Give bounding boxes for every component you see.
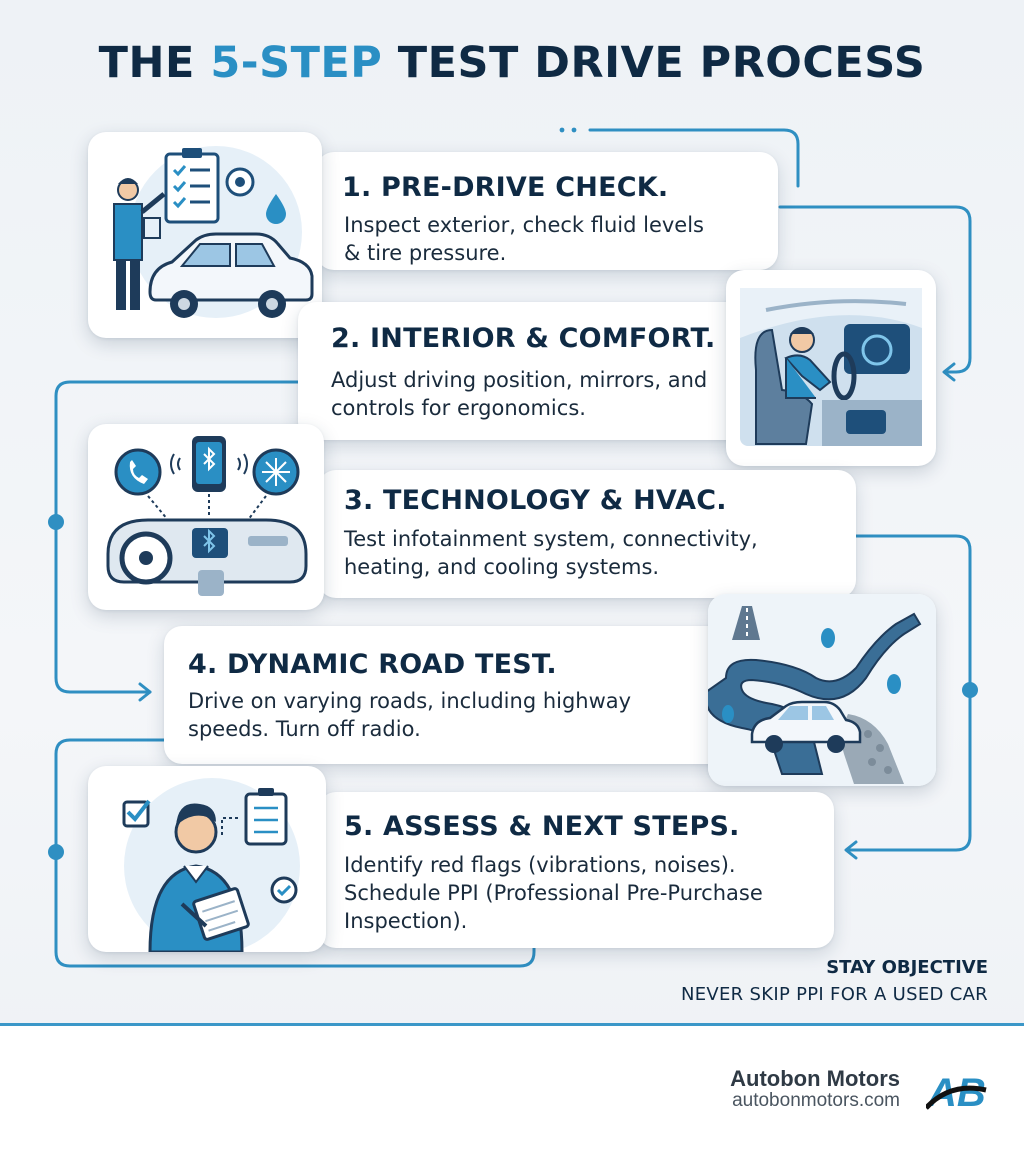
page-title: THE 5-STEP TEST DRIVE PROCESS xyxy=(0,38,1024,88)
title-prefix: THE xyxy=(98,38,211,88)
step-4-line-2: speeds. Turn off radio. xyxy=(188,717,421,741)
step-2-title: 2. INTERIOR & COMFORT. xyxy=(331,323,716,354)
brand-url: autobonmotors.com xyxy=(732,1090,900,1111)
step-1-title: 1. PRE-DRIVE CHECK. xyxy=(342,172,669,203)
step-1-line-2: & tire pressure. xyxy=(344,241,507,265)
winding-road-car-icon xyxy=(708,594,936,786)
step-2-image-card xyxy=(726,270,936,466)
autobon-logo-icon: AB xyxy=(926,1071,987,1112)
dashboard-bluetooth-icon xyxy=(106,436,308,596)
step-3-card xyxy=(318,470,856,598)
step-1-card xyxy=(316,152,778,270)
driver-seat-interior-icon xyxy=(740,288,922,446)
person-clipboard-assessment-icon xyxy=(122,778,300,952)
step-5-title: 5. ASSESS & NEXT STEPS. xyxy=(344,811,740,842)
title-accent: 5-STEP xyxy=(210,38,383,88)
step-1-description: Inspect exterior, check fluid levels & t… xyxy=(344,211,704,267)
step-4-description: Drive on varying roads, including highwa… xyxy=(188,687,631,743)
step-4-title: 4. DYNAMIC ROAD TEST. xyxy=(188,649,557,680)
step-2-line-1: Adjust driving position, mirrors, and xyxy=(331,368,708,392)
step-4-image-card xyxy=(708,594,936,786)
flow-connectors xyxy=(48,127,978,968)
step-5-image-card xyxy=(88,766,326,952)
step-4-card xyxy=(164,626,744,764)
step-5-line-3: Inspection). xyxy=(344,909,468,933)
step-1-line-1: Inspect exterior, check fluid levels xyxy=(344,213,704,237)
step-3-image-card xyxy=(88,424,324,610)
note-text: NEVER SKIP PPI FOR A USED CAR xyxy=(680,984,988,1005)
step-3-title: 3. TECHNOLOGY & HVAC. xyxy=(344,485,727,516)
footer-band xyxy=(0,1026,1024,1154)
step-2-description: Adjust driving position, mirrors, and co… xyxy=(331,366,707,422)
step-5-description: Identify red flags (vibrations, noises).… xyxy=(344,851,763,935)
step-5-card xyxy=(318,792,834,948)
footer-divider xyxy=(0,1023,1024,1026)
mechanic-car-checklist-icon xyxy=(113,146,314,318)
step-1-image-card xyxy=(88,132,322,338)
step-5-line-2: Schedule PPI (Professional Pre-Purchase xyxy=(344,881,763,905)
step-5-line-1: Identify red flags (vibrations, noises). xyxy=(344,853,736,877)
step-3-line-2: heating, and cooling systems. xyxy=(344,555,660,579)
step-2-line-2: controls for ergonomics. xyxy=(331,396,586,420)
step-3-description: Test infotainment system, connectivity, … xyxy=(344,525,758,581)
step-4-line-1: Drive on varying roads, including highwa… xyxy=(188,689,632,713)
step-2-card xyxy=(298,302,756,440)
brand-name: Autobon Motors xyxy=(730,1066,900,1091)
title-suffix: TEST DRIVE PROCESS xyxy=(382,38,926,88)
note-heading: STAY OBJECTIVE xyxy=(826,957,988,978)
step-3-line-1: Test infotainment system, connectivity, xyxy=(344,527,758,551)
